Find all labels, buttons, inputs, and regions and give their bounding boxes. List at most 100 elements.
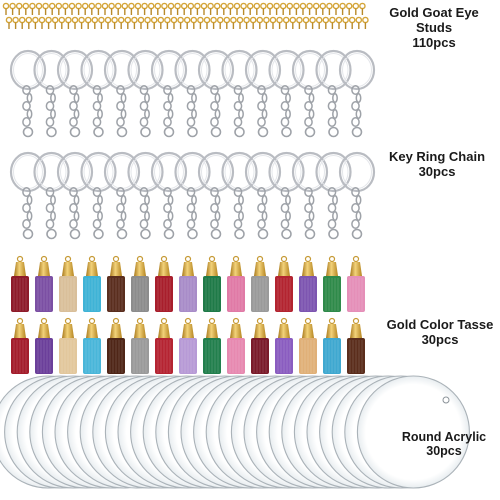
goat-eye-stud bbox=[29, 2, 36, 15]
goat-eye-stud bbox=[326, 2, 333, 15]
goat-eye-stud bbox=[180, 2, 188, 15]
goat-eye-stud bbox=[18, 16, 26, 29]
goat-eye-stud bbox=[141, 2, 148, 15]
acrylic-name: Round Acrylic bbox=[401, 430, 487, 444]
studs-name: Gold Goat Eye Studs bbox=[389, 5, 479, 35]
key-ring-chain bbox=[174, 49, 211, 138]
goat-eye-stud bbox=[309, 16, 316, 29]
key-ring-chain bbox=[291, 151, 329, 240]
goat-eye-stud bbox=[84, 16, 92, 29]
tassel bbox=[107, 255, 125, 312]
goat-eye-stud bbox=[104, 16, 112, 29]
goat-eye-stud bbox=[128, 2, 135, 15]
goat-eye-stud bbox=[345, 2, 353, 15]
goat-eye-stud bbox=[319, 2, 327, 15]
tassel-count: 30pcs bbox=[421, 331, 459, 347]
goat-eye-stud bbox=[137, 16, 145, 29]
goat-eye-stud bbox=[62, 2, 69, 15]
key-ring-chain bbox=[197, 49, 235, 138]
goat-eye-stud bbox=[124, 16, 132, 29]
key-ring-chain bbox=[315, 49, 352, 138]
key-ring-chain bbox=[268, 151, 305, 240]
tassel bbox=[35, 317, 53, 374]
tassel bbox=[131, 255, 149, 312]
tassel bbox=[11, 255, 29, 312]
tassel bbox=[131, 317, 149, 374]
goat-eye-stud bbox=[95, 2, 102, 15]
goat-eye-stud bbox=[246, 2, 254, 15]
key-ring-chain bbox=[244, 49, 282, 138]
goat-eye-stud bbox=[15, 2, 23, 15]
goat-eye-stud bbox=[147, 2, 155, 15]
goat-eye-stud bbox=[335, 16, 343, 29]
tassel bbox=[323, 317, 341, 374]
goat-eye-stud bbox=[249, 16, 257, 29]
goat-eye-stud bbox=[233, 2, 241, 15]
goat-eye-stud bbox=[213, 2, 221, 15]
key-ring-chain bbox=[150, 49, 188, 138]
goat-eye-stud bbox=[68, 2, 76, 15]
key-ring-chain bbox=[103, 49, 141, 138]
tassel bbox=[203, 317, 221, 374]
tassel bbox=[251, 255, 269, 312]
goat-eye-stud bbox=[194, 2, 201, 15]
key-ring-chain bbox=[268, 49, 305, 138]
goat-eye-stud bbox=[293, 2, 300, 15]
goat-eye-stud bbox=[203, 16, 211, 29]
goat-eye-stud bbox=[114, 2, 122, 15]
goat-eye-stud bbox=[144, 16, 151, 29]
key-ring-chain bbox=[127, 49, 164, 138]
key-ring-chain bbox=[56, 151, 94, 240]
goat-eye-stud bbox=[230, 16, 237, 29]
tassel-name: Gold Color Tasse bbox=[386, 317, 494, 332]
goat-eye-stud bbox=[279, 2, 287, 15]
key-ring-chain bbox=[338, 49, 376, 138]
goat-eye-stud bbox=[154, 2, 162, 15]
goat-eye-stud bbox=[164, 16, 171, 29]
goat-eye-stud bbox=[187, 2, 195, 15]
goat-eye-stud bbox=[306, 2, 313, 15]
goat-eye-stud bbox=[51, 16, 59, 29]
goat-eye-stud bbox=[42, 2, 49, 15]
tassel bbox=[299, 255, 317, 312]
goat-eye-stud bbox=[91, 16, 99, 29]
key-ring-chain bbox=[291, 49, 329, 138]
disc-hole bbox=[442, 396, 450, 404]
goat-eye-stud bbox=[315, 16, 323, 29]
tassel-label: Gold Color Tasse 30pcs bbox=[382, 317, 498, 348]
goat-eye-stud bbox=[243, 16, 250, 29]
goat-eye-stud bbox=[22, 2, 30, 15]
tassel bbox=[59, 255, 77, 312]
goat-eye-stud bbox=[48, 2, 56, 15]
tassel bbox=[227, 317, 245, 374]
tassel bbox=[299, 317, 317, 374]
key-ring-chain bbox=[174, 151, 211, 240]
goat-eye-stud bbox=[286, 2, 294, 15]
goat-eye-stud bbox=[167, 2, 175, 15]
goat-eye-stud bbox=[81, 2, 89, 15]
goat-eye-stud bbox=[312, 2, 320, 15]
goat-eye-stud bbox=[121, 2, 129, 15]
key-ring-chain bbox=[221, 49, 258, 138]
key-ring-chain bbox=[197, 151, 235, 240]
key-ring-label: Key Ring Chain 30pcs bbox=[382, 149, 492, 180]
goat-eye-stud bbox=[355, 16, 363, 29]
goat-eye-stud bbox=[108, 2, 115, 15]
key-ring-chain bbox=[315, 151, 352, 240]
goat-eye-stud bbox=[322, 16, 330, 29]
studs-label: Gold Goat Eye Studs 110pcs bbox=[372, 5, 496, 51]
goat-eye-stud bbox=[174, 2, 181, 15]
tassel bbox=[11, 317, 29, 374]
goat-eye-stud bbox=[339, 2, 346, 15]
goat-eye-stud bbox=[5, 16, 13, 29]
key-ring-chain bbox=[9, 151, 47, 240]
goat-eye-stud bbox=[329, 16, 336, 29]
tassel bbox=[59, 317, 77, 374]
goat-eye-stud bbox=[266, 2, 274, 15]
goat-eye-stud bbox=[12, 16, 19, 29]
key-ring-chain bbox=[244, 151, 282, 240]
goat-eye-stud bbox=[299, 2, 307, 15]
tassel bbox=[347, 255, 365, 312]
key-ring-chain bbox=[221, 151, 258, 240]
tassel bbox=[155, 255, 173, 312]
